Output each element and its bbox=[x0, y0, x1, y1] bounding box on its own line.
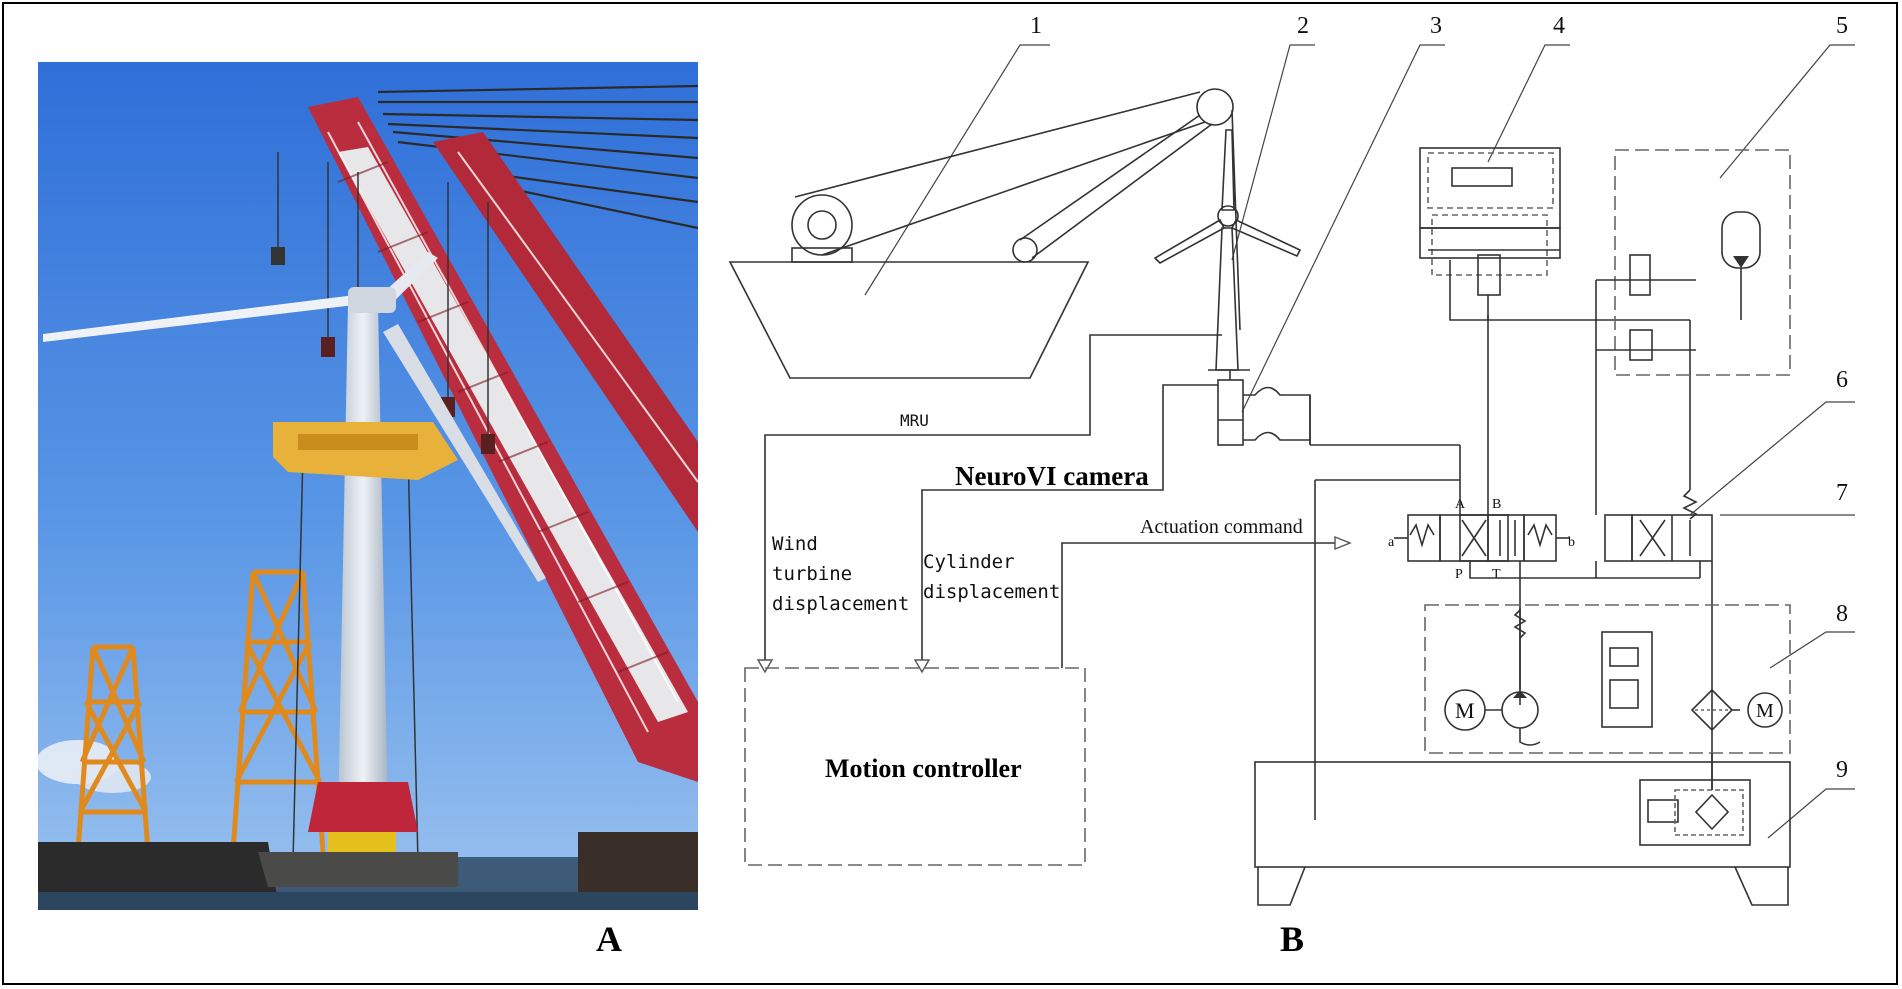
pressure-valve-5 bbox=[1630, 330, 1652, 360]
callout-4: 4 bbox=[1553, 13, 1565, 39]
hydraulic-tank bbox=[1255, 762, 1790, 905]
wind-turbine bbox=[1155, 130, 1300, 370]
callout-1: 1 bbox=[1030, 13, 1042, 39]
relief-valve-block bbox=[1420, 148, 1560, 295]
callout-9: 9 bbox=[1836, 757, 1848, 783]
callout-2: 2 bbox=[1297, 13, 1309, 39]
motor-right-label: M bbox=[1756, 700, 1774, 722]
port-p-label: P bbox=[1455, 567, 1463, 582]
mru-label: MRU bbox=[900, 411, 929, 430]
callout-labels: 1 2 3 4 5 6 7 8 9 bbox=[1030, 13, 1848, 783]
accumulator bbox=[1722, 212, 1760, 320]
wind-label-2: turbine bbox=[772, 563, 852, 585]
hydraulic-cylinder bbox=[1218, 370, 1460, 445]
actuation-label: Actuation command bbox=[1140, 516, 1303, 538]
callout-7: 7 bbox=[1836, 480, 1848, 506]
wind-label-1: Wind bbox=[772, 533, 818, 555]
actuation-line bbox=[1062, 543, 1335, 668]
port-b-label: B bbox=[1492, 497, 1501, 512]
cylinder-label-2: displacement bbox=[923, 581, 1060, 603]
motion-controller-label: Motion controller bbox=[825, 754, 1022, 783]
power-unit-box bbox=[1425, 605, 1790, 753]
leader-lines bbox=[865, 45, 1855, 838]
callout-8: 8 bbox=[1836, 601, 1848, 627]
camera-label: NeuroVI camera bbox=[955, 461, 1149, 491]
solenoid-a-label: a bbox=[1388, 535, 1395, 550]
port-t-label: T bbox=[1492, 567, 1501, 582]
check-valve-5 bbox=[1630, 255, 1650, 295]
cylinder-label-1: Cylinder bbox=[923, 551, 1015, 573]
pressure-control-valve bbox=[1602, 632, 1652, 727]
motor-right: M bbox=[1748, 693, 1782, 727]
filter-element bbox=[1692, 690, 1740, 730]
directional-valve-7 bbox=[1605, 490, 1712, 561]
proportional-valve: a b A B P T bbox=[1388, 497, 1575, 582]
hydraulic-pump bbox=[1502, 690, 1540, 745]
motor-left-label: M bbox=[1455, 698, 1475, 723]
solenoid-b-label: b bbox=[1568, 535, 1575, 550]
accumulator-group-box bbox=[1615, 150, 1790, 375]
callout-5: 5 bbox=[1836, 13, 1848, 39]
wind-label-3: displacement bbox=[772, 593, 909, 615]
motor-left: M bbox=[1445, 690, 1502, 730]
callout-6: 6 bbox=[1836, 367, 1848, 393]
callout-3: 3 bbox=[1430, 13, 1442, 39]
